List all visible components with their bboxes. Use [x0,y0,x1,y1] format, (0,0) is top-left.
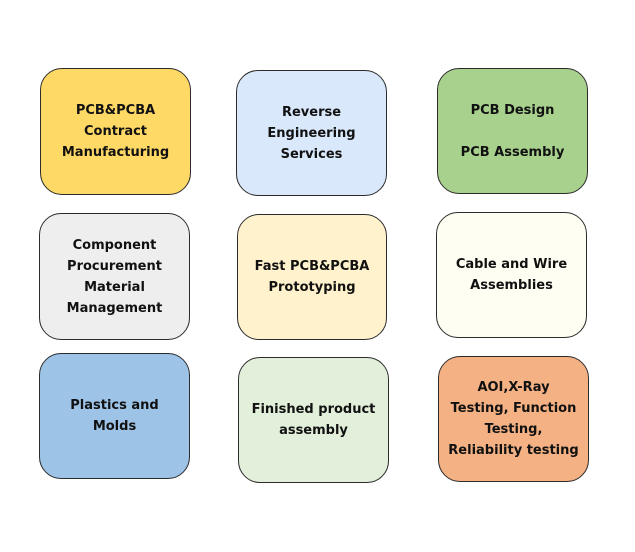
card-plastics-molds: Plastics and Molds [39,353,190,479]
card-line: Testing, Function [450,401,577,416]
card-line: PCB Design [470,102,555,118]
card-fast-prototyping: Fast PCB&PCBA Prototyping [237,214,387,340]
card-line: Plastics and [70,398,159,413]
card-testing: AOI,X-Ray Testing, Function Testing, Rel… [438,356,589,482]
card-line: PCB Assembly [460,144,565,160]
card-cable-wire: Cable and Wire Assemblies [436,212,587,338]
card-line: assembly [279,423,348,438]
card-reverse-engineering: Reverse Engineering Services [236,70,387,196]
card-line: Molds [92,419,137,434]
card-line: Assemblies [470,278,553,293]
card-line: Services [280,146,343,162]
card-line: PCB&PCBA [75,103,156,118]
card-line: Testing, [484,422,543,437]
card-line: Material [84,279,145,295]
card-line: Reliability testing [448,443,579,458]
card-line: Contract [83,124,148,139]
card-line: Manufacturing [61,145,170,160]
card-line: Procurement [67,258,162,274]
card-component-procurement: Component Procurement Material Managemen… [39,213,190,340]
card-line: Reverse [281,104,342,120]
card-pcb-design-assembly: PCB Design PCB Assembly [437,68,588,194]
card-line: Cable and Wire [455,257,568,272]
card-line: Fast PCB&PCBA [254,259,370,274]
card-finished-product: Finished product assembly [238,357,389,483]
card-line: Engineering [267,125,356,141]
card-contract-manufacturing: PCB&PCBA Contract Manufacturing [40,68,191,195]
card-line: Management [66,300,163,316]
card-line: AOI,X-Ray [477,380,550,395]
card-line: Component [72,237,157,253]
card-line: Prototyping [268,280,356,295]
card-line: Finished product [251,402,376,417]
